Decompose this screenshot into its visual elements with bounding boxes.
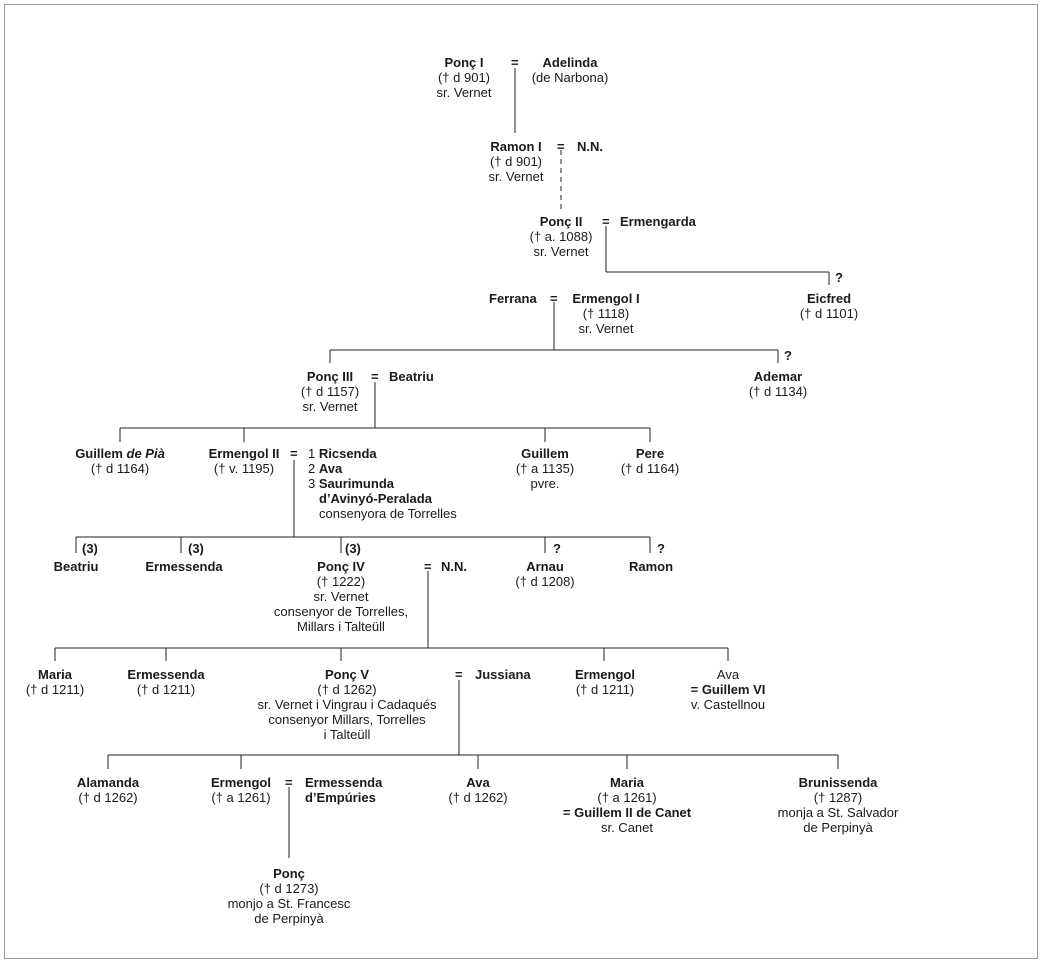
unknown-marker: ? bbox=[784, 348, 792, 363]
mother-marker: (3) bbox=[188, 541, 204, 556]
person-ermengol-i: Ermengol I († 1118) sr. Vernet bbox=[572, 291, 640, 336]
unknown-marker: ? bbox=[657, 541, 665, 556]
person-jussiana: Jussiana bbox=[475, 667, 531, 682]
marriage-symbol: = bbox=[290, 446, 298, 461]
marriage-symbol: = bbox=[557, 139, 565, 154]
marriage-symbol: = bbox=[550, 291, 558, 306]
person-guillem-pvre: Guillem († a 1135) pvre. bbox=[515, 446, 575, 491]
person-ermengarda: Ermengarda bbox=[620, 214, 696, 229]
person-arnau: Arnau († d 1208) bbox=[515, 559, 575, 589]
person-ponc-iv: Ponç IV († 1222) sr. Vernet consenyor de… bbox=[273, 559, 409, 634]
person-ava: Ava = Guillem VI v. Castellnou bbox=[690, 667, 766, 712]
person-maria-2: Maria († a 1261) = Guillem II de Canet s… bbox=[562, 775, 692, 835]
person-ademar: Ademar († d 1134) bbox=[748, 369, 808, 399]
person-beatriu-1: Beatriu bbox=[389, 369, 434, 384]
person-ermessenda-emp: Ermessenda d’Empúries bbox=[305, 775, 383, 805]
marriage-symbol: = bbox=[511, 55, 519, 70]
person-alamanda: Alamanda († d 1262) bbox=[76, 775, 140, 805]
marriage-symbol: = bbox=[285, 775, 293, 790]
person-ferrana: Ferrana bbox=[489, 291, 537, 306]
person-nn-1: N.N. bbox=[577, 139, 603, 154]
person-maria-1: Maria († d 1211) bbox=[25, 667, 85, 697]
person-eicfred: Eicfred († d 1101) bbox=[799, 291, 859, 321]
person-beatriu-2: Beatriu bbox=[53, 559, 99, 574]
diagram-frame bbox=[4, 4, 1038, 959]
mother-marker: (3) bbox=[345, 541, 361, 556]
person-ponc-i: Ponç I († d 901) sr. Vernet bbox=[436, 55, 492, 100]
person-adelinda: Adelinda (de Narbona) bbox=[531, 55, 609, 85]
person-ava-2: Ava († d 1262) bbox=[448, 775, 508, 805]
person-nn-2: N.N. bbox=[441, 559, 467, 574]
person-pere: Pere († d 1164) bbox=[620, 446, 680, 476]
person-ermengol-ii: Ermengol II († v. 1195) bbox=[208, 446, 280, 476]
ermengol-ii-spouses: 1 Ricsenda 2 Ava 3 Saurimunda d’Avinyó-P… bbox=[308, 446, 457, 521]
marriage-symbol: = bbox=[424, 559, 432, 574]
person-ermengol-4: Ermengol († a 1261) bbox=[211, 775, 271, 805]
spouse-3: 3 Saurimunda bbox=[308, 476, 394, 491]
person-ramon-2: Ramon bbox=[628, 559, 674, 574]
marriage-symbol: = bbox=[602, 214, 610, 229]
person-ramon-i: Ramon I († d 901) sr. Vernet bbox=[488, 139, 544, 184]
person-ermessenda-1: Ermessenda bbox=[145, 559, 223, 574]
person-ermessenda-2: Ermessenda († d 1211) bbox=[127, 667, 205, 697]
person-ponc-v: Ponç V († d 1262) sr. Vernet i Vingrau i… bbox=[257, 667, 437, 742]
marriage-symbol: = bbox=[371, 369, 379, 384]
unknown-marker: ? bbox=[835, 270, 843, 285]
unknown-marker: ? bbox=[553, 541, 561, 556]
person-guillem-de-pia: Guillem de Pià († d 1164) bbox=[75, 446, 165, 476]
person-ermengol-3: Ermengol († d 1211) bbox=[575, 667, 635, 697]
spouse-1: 1 Ricsenda bbox=[308, 446, 377, 461]
person-ponc-iii: Ponç III († d 1157) sr. Vernet bbox=[300, 369, 360, 414]
mother-marker: (3) bbox=[82, 541, 98, 556]
spouse-2: 2 Ava bbox=[308, 461, 343, 476]
person-brunissenda: Brunissenda († 1287) monja a St. Salvado… bbox=[777, 775, 899, 835]
person-ponc-ii: Ponç II († a. 1088) sr. Vernet bbox=[529, 214, 593, 259]
person-ponc: Ponç († d 1273) monjo a St. Francesc de … bbox=[227, 866, 351, 926]
marriage-symbol: = bbox=[455, 667, 463, 682]
